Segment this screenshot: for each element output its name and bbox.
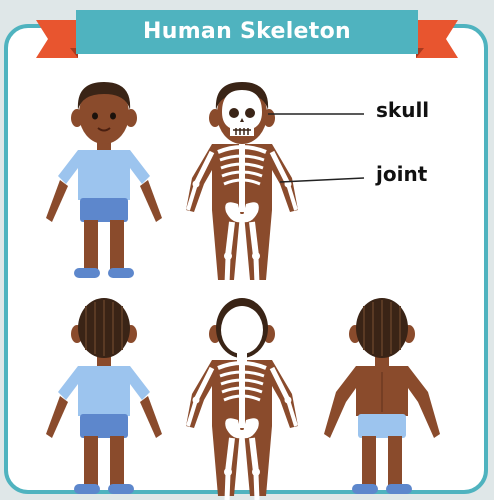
label-joint: joint (376, 162, 427, 186)
boy-back-no-shirt-figure (324, 298, 440, 494)
skeleton-back-figure (174, 298, 310, 500)
skull-back-bone (221, 306, 263, 354)
boy-back-figure (46, 298, 162, 494)
joint-callout-line (280, 178, 364, 182)
label-skull: skull (376, 98, 429, 122)
boy-front-figure (46, 82, 162, 278)
